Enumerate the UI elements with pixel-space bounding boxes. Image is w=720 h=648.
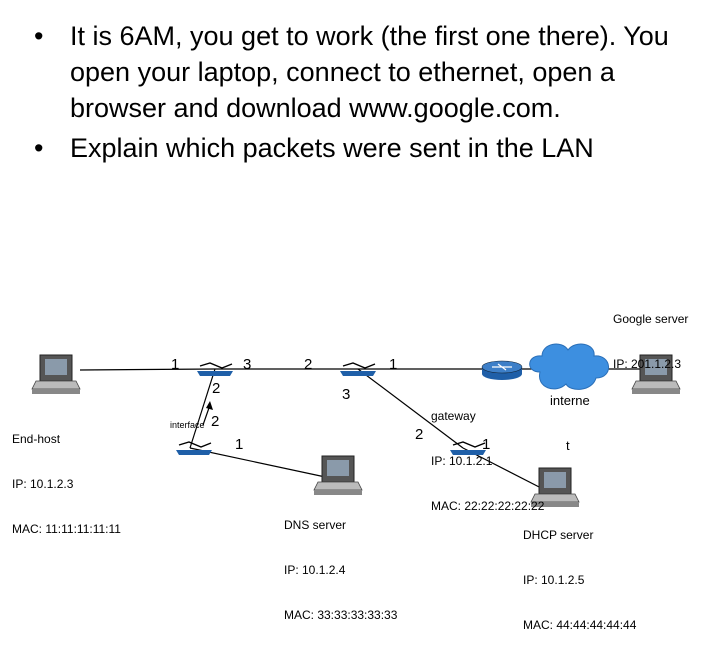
interface-label: interface — [170, 420, 205, 430]
port-label: 1 — [171, 356, 180, 373]
end-host-label: End-host IP: 10.1.2.3 MAC: 11:11:11:11:1… — [12, 432, 121, 536]
switch-4-icon — [450, 441, 486, 455]
dhcp-server-label: DHCP server IP: 10.1.2.5 MAC: 44:44:44:4… — [523, 528, 637, 632]
port-label: 3 — [243, 356, 252, 373]
internet-cloud-icon — [529, 343, 609, 390]
google-server-computer-icon — [631, 354, 681, 394]
port-label: 3 — [342, 386, 351, 403]
google-server-label: Google server IP: 201.1.2.3 — [613, 312, 689, 371]
port-label: 2 — [304, 356, 313, 373]
port-label: 1 — [482, 436, 491, 453]
switch-2-icon — [340, 362, 376, 376]
link-switch2-switch4 — [357, 368, 464, 449]
bullet-text: Explain which packets were sent in the L… — [70, 133, 594, 163]
port-label: 1 — [389, 356, 398, 373]
link-endhost-switch1 — [79, 368, 216, 371]
port-label: 2 — [212, 380, 221, 397]
bullet-item: • Explain which packets were sent in the… — [34, 133, 594, 163]
switch-1-icon — [197, 362, 233, 376]
end-host-computer-icon — [31, 354, 81, 394]
bullet-list: • It is 6AM, you get to work (the first … — [22, 18, 712, 170]
port-label: 2 — [211, 413, 220, 430]
switch-3-icon — [176, 441, 212, 455]
port-label: 2 — [415, 426, 424, 443]
internet-label: interne t — [550, 393, 590, 453]
dns-server-computer-icon — [313, 455, 363, 495]
link-switch1-switch3 — [189, 368, 216, 449]
gateway-label: gateway IP: 10.1.2.1 MAC: 22:22:22:22:22 — [431, 409, 545, 513]
interface-arrow-icon — [202, 401, 213, 426]
bullet-text: It is 6AM, you get to work (the first on… — [70, 21, 669, 123]
dhcp-server-computer-icon — [530, 467, 580, 507]
link-switch3-dns — [189, 447, 331, 479]
port-label: 1 — [235, 436, 244, 453]
dns-server-label: DNS server IP: 10.1.2.4 MAC: 33:33:33:33… — [284, 518, 398, 622]
network-diagram — [31, 343, 681, 507]
bullet-item: • It is 6AM, you get to work (the first … — [34, 21, 669, 123]
router-icon — [481, 360, 523, 380]
